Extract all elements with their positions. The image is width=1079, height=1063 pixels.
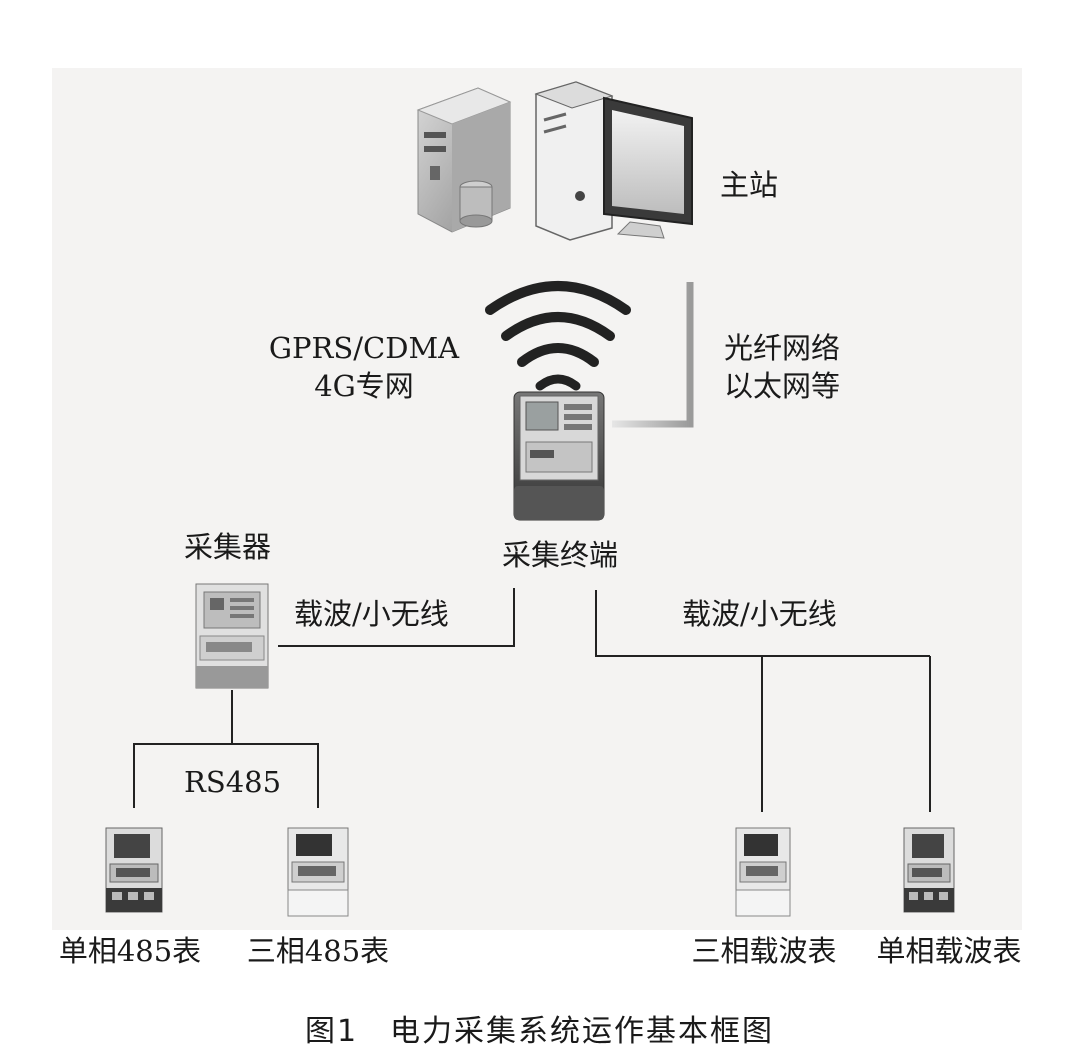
rs485-label: RS485 [184, 765, 282, 799]
gprs-label-line1: GPRS/CDMA [268, 331, 460, 365]
figure-caption: 图1 电力采集系统运作基本框图 [304, 1014, 775, 1049]
meter-2-label: 三相485表 [246, 934, 390, 968]
left-link-label: 载波/小无线 [294, 597, 449, 631]
collector-label: 采集器 [184, 530, 272, 564]
wireless-signal-icon [485, 281, 631, 391]
rs485-bus-line [133, 743, 319, 808]
right-link-label: 载波/小无线 [682, 597, 837, 631]
meter-icon-3 [735, 827, 791, 917]
fiber-link-line [612, 282, 694, 428]
meter-3-label: 三相载波表 [691, 934, 837, 968]
meter-icon-1 [105, 827, 163, 913]
left-link-line [278, 588, 515, 647]
connection-lines [133, 588, 931, 812]
master-station-label: 主站 [720, 168, 779, 202]
fiber-label-line1: 光纤网络 [724, 331, 841, 365]
right-link-line [595, 590, 930, 657]
meter-icon-2 [287, 827, 349, 917]
meter-1-label: 单相485表 [58, 934, 202, 968]
terminal-label: 采集终端 [501, 538, 619, 572]
collector-icon [195, 583, 269, 689]
desktop-tower-icon [534, 81, 614, 241]
monitor-icon [603, 96, 693, 239]
meter-icon-4 [903, 827, 955, 913]
fiber-label-line2: 以太网等 [724, 369, 841, 403]
gprs-label-line2: 4G专网 [314, 369, 414, 403]
collection-terminal-icon [513, 391, 605, 521]
server-icon [416, 87, 512, 233]
meter-4-label: 单相载波表 [876, 934, 1022, 968]
